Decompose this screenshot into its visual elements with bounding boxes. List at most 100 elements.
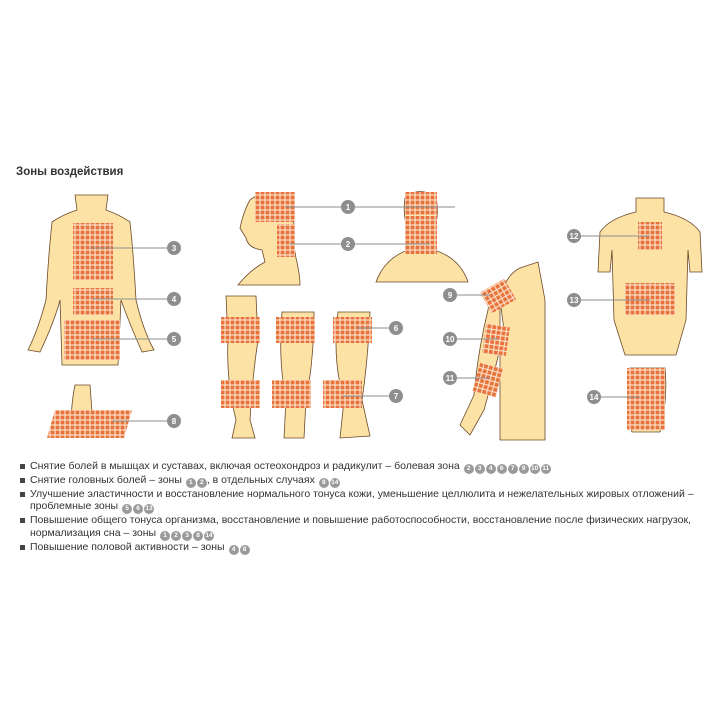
zone-marker-circle: [587, 390, 601, 404]
zone-badge-8: 8: [318, 478, 329, 488]
zone-badge-6: 6: [133, 504, 143, 515]
zone-badge-5: 5: [122, 504, 132, 515]
zone-badge-14: 14: [204, 530, 215, 541]
zone-marker-circle: [341, 237, 355, 251]
zone-3-grid: [73, 223, 113, 280]
zone-marker-10: 10: [443, 332, 457, 346]
list-item: Снятие болей в мышцах и суставах, включа…: [18, 460, 698, 474]
zone-marker-circle: [389, 321, 403, 335]
zone-2-grid: [277, 224, 295, 257]
list-item-text: , в отдельных случаях: [206, 474, 315, 486]
effects-list: Снятие болей в мышцах и суставах, включа…: [18, 460, 698, 555]
zone-grids: [47, 192, 675, 438]
zone-marker-label: 1: [346, 203, 351, 212]
list-item: Повышение общего тонуса организма, восст…: [18, 514, 698, 541]
list-item: Улучшение эластичности и восстановление …: [18, 488, 698, 515]
zone-1-grid-back: [405, 192, 437, 215]
zone-badge-2: 2: [196, 478, 207, 488]
zone-marker-circle: [341, 200, 355, 214]
zone-marker-11: 11: [443, 371, 457, 385]
zone-marker-circle: [443, 371, 457, 385]
zone-badge-8: 8: [239, 544, 250, 555]
list-item-text: Повышение общего тонуса организма, восст…: [30, 514, 691, 539]
leader-lines: [90, 206, 650, 422]
zone-marker-12: 12: [567, 229, 581, 243]
zone-6-grid-side: [333, 317, 372, 343]
zone-marker-1: 1: [341, 200, 355, 214]
zone-marker-label: 11: [446, 374, 455, 383]
zone-marker-circle: [443, 332, 457, 346]
zone-14-grid: [627, 368, 665, 430]
chest-figure: [597, 197, 703, 356]
zone-marker-circle: [443, 288, 457, 302]
section-title: Зоны воздействия: [16, 166, 124, 178]
list-item-text: Повышение половой активности – зоны: [30, 540, 225, 553]
zone-marker-3: 3: [167, 241, 181, 255]
zone-2-grid-back: [405, 216, 437, 254]
zone-badge-14: 14: [329, 478, 340, 488]
zone-9-grid: [479, 278, 517, 314]
zone-marker-label: 9: [448, 291, 453, 300]
zone-marker-label: 14: [590, 393, 599, 402]
zone-marker-4: 4: [167, 292, 181, 306]
zone-marker-circle: [167, 414, 181, 428]
zone-badge-7: 7: [507, 464, 518, 474]
zone-badge-3: 3: [182, 530, 193, 541]
zone-7-grid-front: [221, 380, 260, 408]
zone-10-grid: [482, 323, 510, 357]
zone-badge-8: 8: [193, 530, 204, 541]
zone-badge-9: 9: [518, 464, 529, 474]
zone-marker-label: 3: [172, 244, 177, 253]
zone-marker-label: 12: [570, 232, 579, 241]
zone-7-grid-back: [272, 380, 311, 408]
zone-marker-9: 9: [443, 288, 457, 302]
zone-marker-circle: [389, 389, 403, 403]
list-item-text: Улучшение эластичности и восстановление …: [30, 488, 694, 513]
list-item-text: Снятие болей в мышцах и суставах, включа…: [30, 460, 460, 472]
zone-6-grid-front: [221, 317, 260, 343]
zone-4-grid: [73, 288, 113, 315]
zone-marker-6: 6: [389, 321, 403, 335]
zone-badge-1: 1: [185, 478, 196, 488]
zone-marker-8: 8: [167, 414, 181, 428]
zone-8-grid: [47, 410, 132, 438]
zone-marker-label: 2: [346, 240, 351, 249]
zone-marker-label: 8: [172, 417, 177, 426]
zone-6-grid-back: [276, 317, 315, 343]
zone-badge-1: 1: [160, 530, 171, 541]
zone-badge-4: 4: [228, 544, 239, 555]
list-item-text: Снятие головных болей – зоны: [30, 474, 182, 486]
zone-badge-11: 11: [540, 464, 551, 474]
zone-marker-circle: [167, 332, 181, 346]
zone-11-grid: [472, 362, 504, 398]
zone-marker-13: 13: [567, 293, 581, 307]
zone-marker-5: 5: [167, 332, 181, 346]
zone-marker-label: 13: [570, 296, 579, 305]
zone-marker-14: 14: [587, 390, 601, 404]
zone-marker-circle: [567, 293, 581, 307]
zone-marker-label: 6: [394, 324, 399, 333]
zone-badge-10: 10: [529, 464, 540, 474]
zone-badge-6: 6: [496, 464, 507, 474]
zone-marker-2: 2: [341, 237, 355, 251]
zone-marker-label: 4: [172, 295, 177, 304]
zone-badge-2: 2: [171, 530, 182, 541]
zone-marker-label: 7: [394, 392, 399, 401]
zone-marker-circle: [167, 292, 181, 306]
zone-7-grid-side: [323, 380, 362, 408]
zone-13-grid: [625, 283, 675, 315]
zone-badge-2: 2: [463, 464, 474, 474]
zone-badge-13: 13: [144, 504, 154, 515]
zone-marker-circle: [567, 229, 581, 243]
zone-marker-7: 7: [389, 389, 403, 403]
